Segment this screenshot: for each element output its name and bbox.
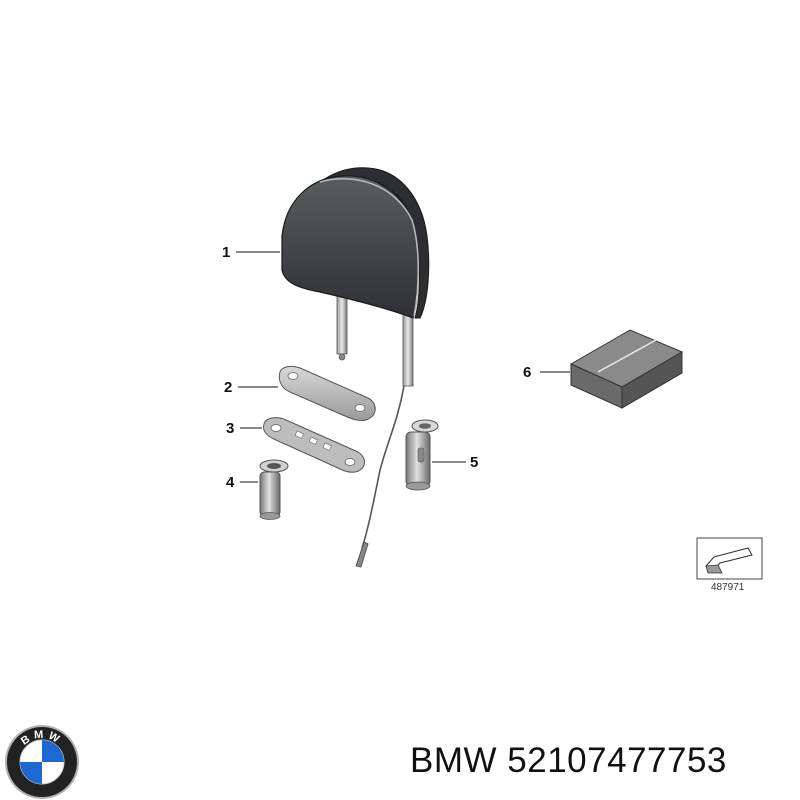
callout-6: 6 (523, 364, 532, 381)
guide-frame-part (263, 417, 365, 473)
bmw-roundel-logo: BMW (5, 725, 79, 799)
brand-part-number: BMW 52107477753 (410, 741, 727, 781)
reference-symbol (696, 537, 763, 580)
leader-lines (236, 251, 570, 483)
brand-name: BMW (410, 741, 498, 780)
guide-sleeve-left-part (259, 459, 289, 520)
callout-1: 1 (222, 244, 231, 261)
headrest-cushion (281, 175, 419, 319)
part-number: 52107477753 (507, 741, 727, 780)
release-cable (355, 385, 405, 568)
package-box-part (569, 329, 684, 409)
cover-plate-part (278, 365, 376, 421)
callout-4: 4 (226, 474, 235, 491)
guide-sleeve-right-part (405, 419, 439, 491)
callout-2: 2 (224, 379, 233, 396)
callout-3: 3 (226, 420, 235, 437)
reference-code: 487971 (711, 582, 745, 593)
headrest-part (281, 167, 430, 387)
callout-5: 5 (470, 454, 479, 471)
headrest-seam (319, 178, 420, 317)
